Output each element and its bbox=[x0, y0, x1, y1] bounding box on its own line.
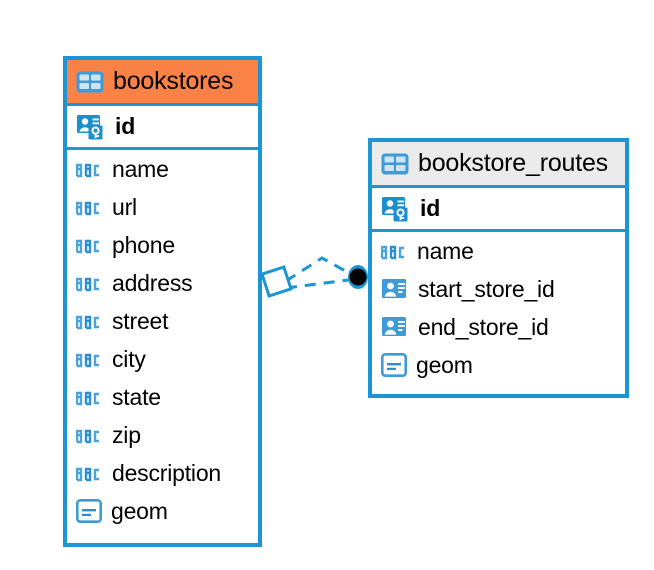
field-label: phone bbox=[112, 231, 175, 258]
field-label: name bbox=[417, 237, 474, 264]
field-label: zip bbox=[112, 421, 141, 448]
field-row-start-store-id[interactable]: start_store_id bbox=[372, 270, 625, 308]
field-label: geom bbox=[416, 351, 473, 378]
field-label: description bbox=[112, 459, 222, 486]
field-label: name bbox=[112, 155, 169, 182]
entity-header-bookstore-routes[interactable]: bookstore_routes bbox=[372, 142, 625, 188]
field-row-street[interactable]: street bbox=[67, 302, 258, 340]
table-icon bbox=[76, 71, 104, 93]
field-row-name[interactable]: name bbox=[67, 150, 258, 188]
field-row-address[interactable]: address bbox=[67, 264, 258, 302]
geometry-icon bbox=[381, 353, 407, 377]
primary-key-icon bbox=[381, 194, 411, 224]
field-row-id[interactable]: id bbox=[372, 188, 625, 232]
foreign-key-icon bbox=[381, 314, 409, 340]
field-label: id bbox=[420, 195, 441, 221]
abc-text-icon bbox=[76, 274, 103, 292]
field-label: street bbox=[112, 307, 169, 334]
abc-text-icon bbox=[76, 198, 103, 216]
abc-text-icon bbox=[76, 464, 103, 482]
foreign-key-icon bbox=[381, 276, 409, 302]
field-label: city bbox=[112, 345, 146, 372]
field-row-url[interactable]: url bbox=[67, 188, 258, 226]
entity-bookstore-routes[interactable]: bookstore_routes id bbox=[368, 138, 629, 398]
entity-bookstores[interactable]: bookstores id bbox=[63, 56, 262, 547]
abc-text-icon bbox=[76, 236, 103, 254]
field-label: start_store_id bbox=[418, 275, 555, 302]
field-row-name[interactable]: name bbox=[372, 232, 625, 270]
geometry-icon bbox=[76, 499, 102, 523]
abc-text-icon bbox=[76, 312, 103, 330]
field-row-geom[interactable]: geom bbox=[67, 492, 258, 530]
field-label: url bbox=[112, 193, 137, 220]
field-row-geom[interactable]: geom bbox=[372, 346, 625, 384]
entity-title: bookstore_routes bbox=[418, 149, 608, 177]
field-label: id bbox=[115, 113, 136, 139]
abc-text-icon bbox=[76, 388, 103, 406]
field-row-phone[interactable]: phone bbox=[67, 226, 258, 264]
field-label: state bbox=[112, 383, 161, 410]
abc-text-icon bbox=[381, 242, 408, 260]
abc-text-icon bbox=[76, 426, 103, 444]
primary-key-icon bbox=[76, 112, 106, 142]
abc-text-icon bbox=[76, 350, 103, 368]
entity-title: bookstores bbox=[113, 67, 234, 95]
table-icon bbox=[381, 153, 409, 175]
field-row-state[interactable]: state bbox=[67, 378, 258, 416]
field-row-id[interactable]: id bbox=[67, 106, 258, 150]
diamond-outline-icon bbox=[260, 265, 293, 298]
abc-text-icon bbox=[76, 160, 103, 178]
field-row-zip[interactable]: zip bbox=[67, 416, 258, 454]
field-row-city[interactable]: city bbox=[67, 340, 258, 378]
filled-circle-icon bbox=[348, 265, 368, 289]
field-row-description[interactable]: description bbox=[67, 454, 258, 492]
relationship-line-upper bbox=[285, 256, 357, 283]
field-label: end_store_id bbox=[418, 313, 549, 340]
relationship-line-lower bbox=[285, 277, 357, 290]
field-row-end-store-id[interactable]: end_store_id bbox=[372, 308, 625, 346]
field-label: geom bbox=[111, 497, 168, 524]
entity-header-bookstores[interactable]: bookstores bbox=[67, 60, 258, 106]
field-label: address bbox=[112, 269, 193, 296]
